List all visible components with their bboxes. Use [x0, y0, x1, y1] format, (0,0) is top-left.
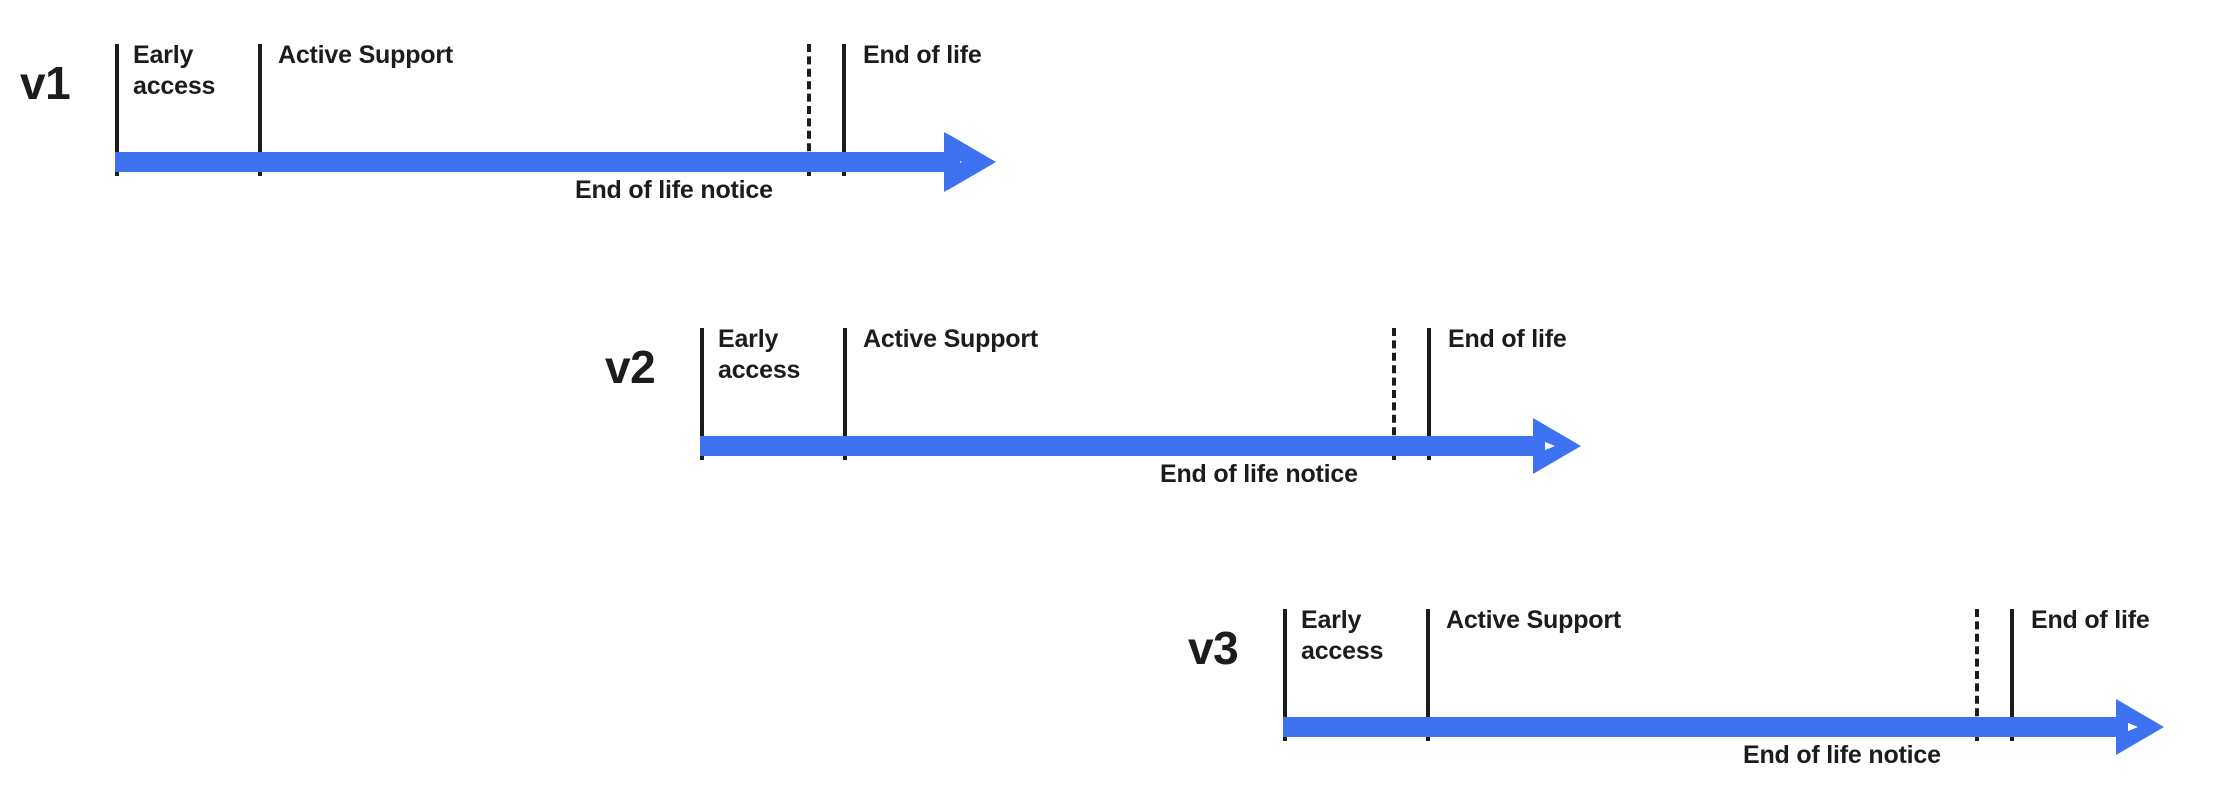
phase-label-active-support-v1: Active Support — [278, 41, 453, 69]
phase-label-active-support-v3: Active Support — [1446, 606, 1621, 634]
divider-end-of-life-notice-v2 — [1392, 328, 1396, 460]
lifecycle-bar-v2 — [700, 436, 1545, 456]
lifecycle-arrow-v1 — [940, 132, 996, 192]
phase-label-end-of-life-v1: End of life — [863, 41, 982, 69]
divider-end-of-life-start-v1 — [842, 44, 846, 176]
phase-label-end-of-life-v3: End of life — [2031, 606, 2150, 634]
lifecycle-arrow-v3 — [2108, 697, 2164, 757]
timeline-row-v2: v2 Early access Active Support End of li… — [605, 304, 1625, 504]
divider-early-access-start-v3 — [1283, 609, 1287, 741]
notice-label-v1: End of life notice — [575, 176, 773, 204]
phase-label-early-access-v1: Early access — [133, 41, 216, 100]
divider-active-support-start-v1 — [258, 44, 262, 176]
divider-end-of-life-notice-v1 — [807, 44, 811, 176]
lifecycle-bar-v3 — [1283, 717, 2128, 737]
timeline-row-v1: v1 Early access Active Support End of li… — [20, 20, 1040, 220]
notice-label-v3: End of life notice — [1743, 741, 1941, 769]
lifecycle-bar-v1 — [115, 152, 960, 172]
divider-end-of-life-notice-v3 — [1975, 609, 1979, 741]
phase-label-early-access-v3: Early access — [1301, 606, 1384, 665]
phase-label-active-support-v2: Active Support — [863, 325, 1038, 353]
divider-end-of-life-start-v2 — [1427, 328, 1431, 460]
version-label-v3: v3 — [1188, 622, 1239, 674]
divider-end-of-life-start-v3 — [2010, 609, 2014, 741]
lifecycle-arrow-v2 — [1525, 416, 1581, 476]
divider-active-support-start-v3 — [1426, 609, 1430, 741]
phase-label-early-access-v2: Early access — [718, 325, 801, 384]
version-label-v2: v2 — [605, 341, 656, 393]
divider-active-support-start-v2 — [843, 328, 847, 460]
notice-label-v2: End of life notice — [1160, 460, 1358, 488]
divider-early-access-start-v2 — [700, 328, 704, 460]
timeline-row-v3: v3 Early access Active Support End of li… — [1188, 585, 2208, 785]
phase-label-end-of-life-v2: End of life — [1448, 325, 1567, 353]
divider-early-access-start-v1 — [115, 44, 119, 176]
version-label-v1: v1 — [20, 57, 71, 109]
